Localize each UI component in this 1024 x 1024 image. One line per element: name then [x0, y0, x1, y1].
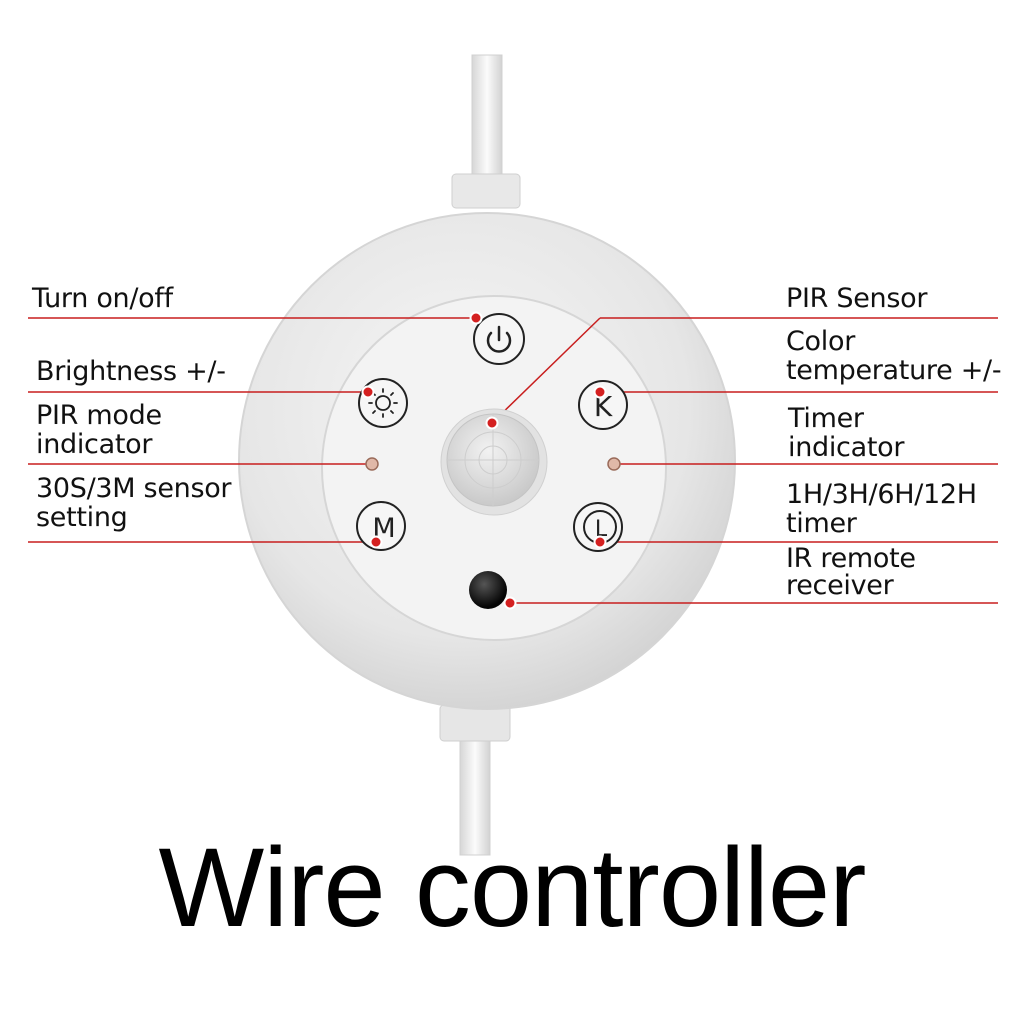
color-temperature-button[interactable]: K [578, 380, 628, 430]
pir-mode-indicator [365, 457, 379, 471]
label-pir-sensor: PIR Sensor [786, 283, 928, 314]
power-icon [486, 325, 512, 353]
strain-relief-bottom [439, 704, 511, 742]
timer-indicator [607, 457, 621, 471]
sun-icon [368, 388, 398, 418]
label-timer-indicator: Timer indicator [788, 403, 905, 463]
label-brightness: Brightness +/- [36, 356, 226, 387]
cord-bottom [459, 734, 491, 856]
cord-top [471, 54, 503, 186]
label-ir-remote-receiver: IR remote receiver [786, 543, 916, 601]
callout-dots [361, 311, 607, 610]
label-timer: 1H/3H/6H/12H timer [786, 479, 977, 539]
ir-receiver [469, 571, 507, 609]
diagram-title: Wire controller [158, 825, 867, 950]
strain-relief-top [451, 173, 521, 209]
leader-lines [28, 317, 998, 604]
label-pir-mode-indicator: PIR mode indicator [36, 400, 162, 460]
clock-glyph: L [595, 517, 608, 542]
label-turn-on-off: Turn on/off [32, 283, 173, 314]
label-sensor-setting: 30S/3M sensor setting [36, 473, 232, 533]
label-color-temperature: Color temperature +/- [786, 326, 1002, 386]
power-button[interactable] [473, 313, 525, 365]
timer-button[interactable]: L [573, 502, 623, 552]
pir-sensor [440, 408, 548, 516]
